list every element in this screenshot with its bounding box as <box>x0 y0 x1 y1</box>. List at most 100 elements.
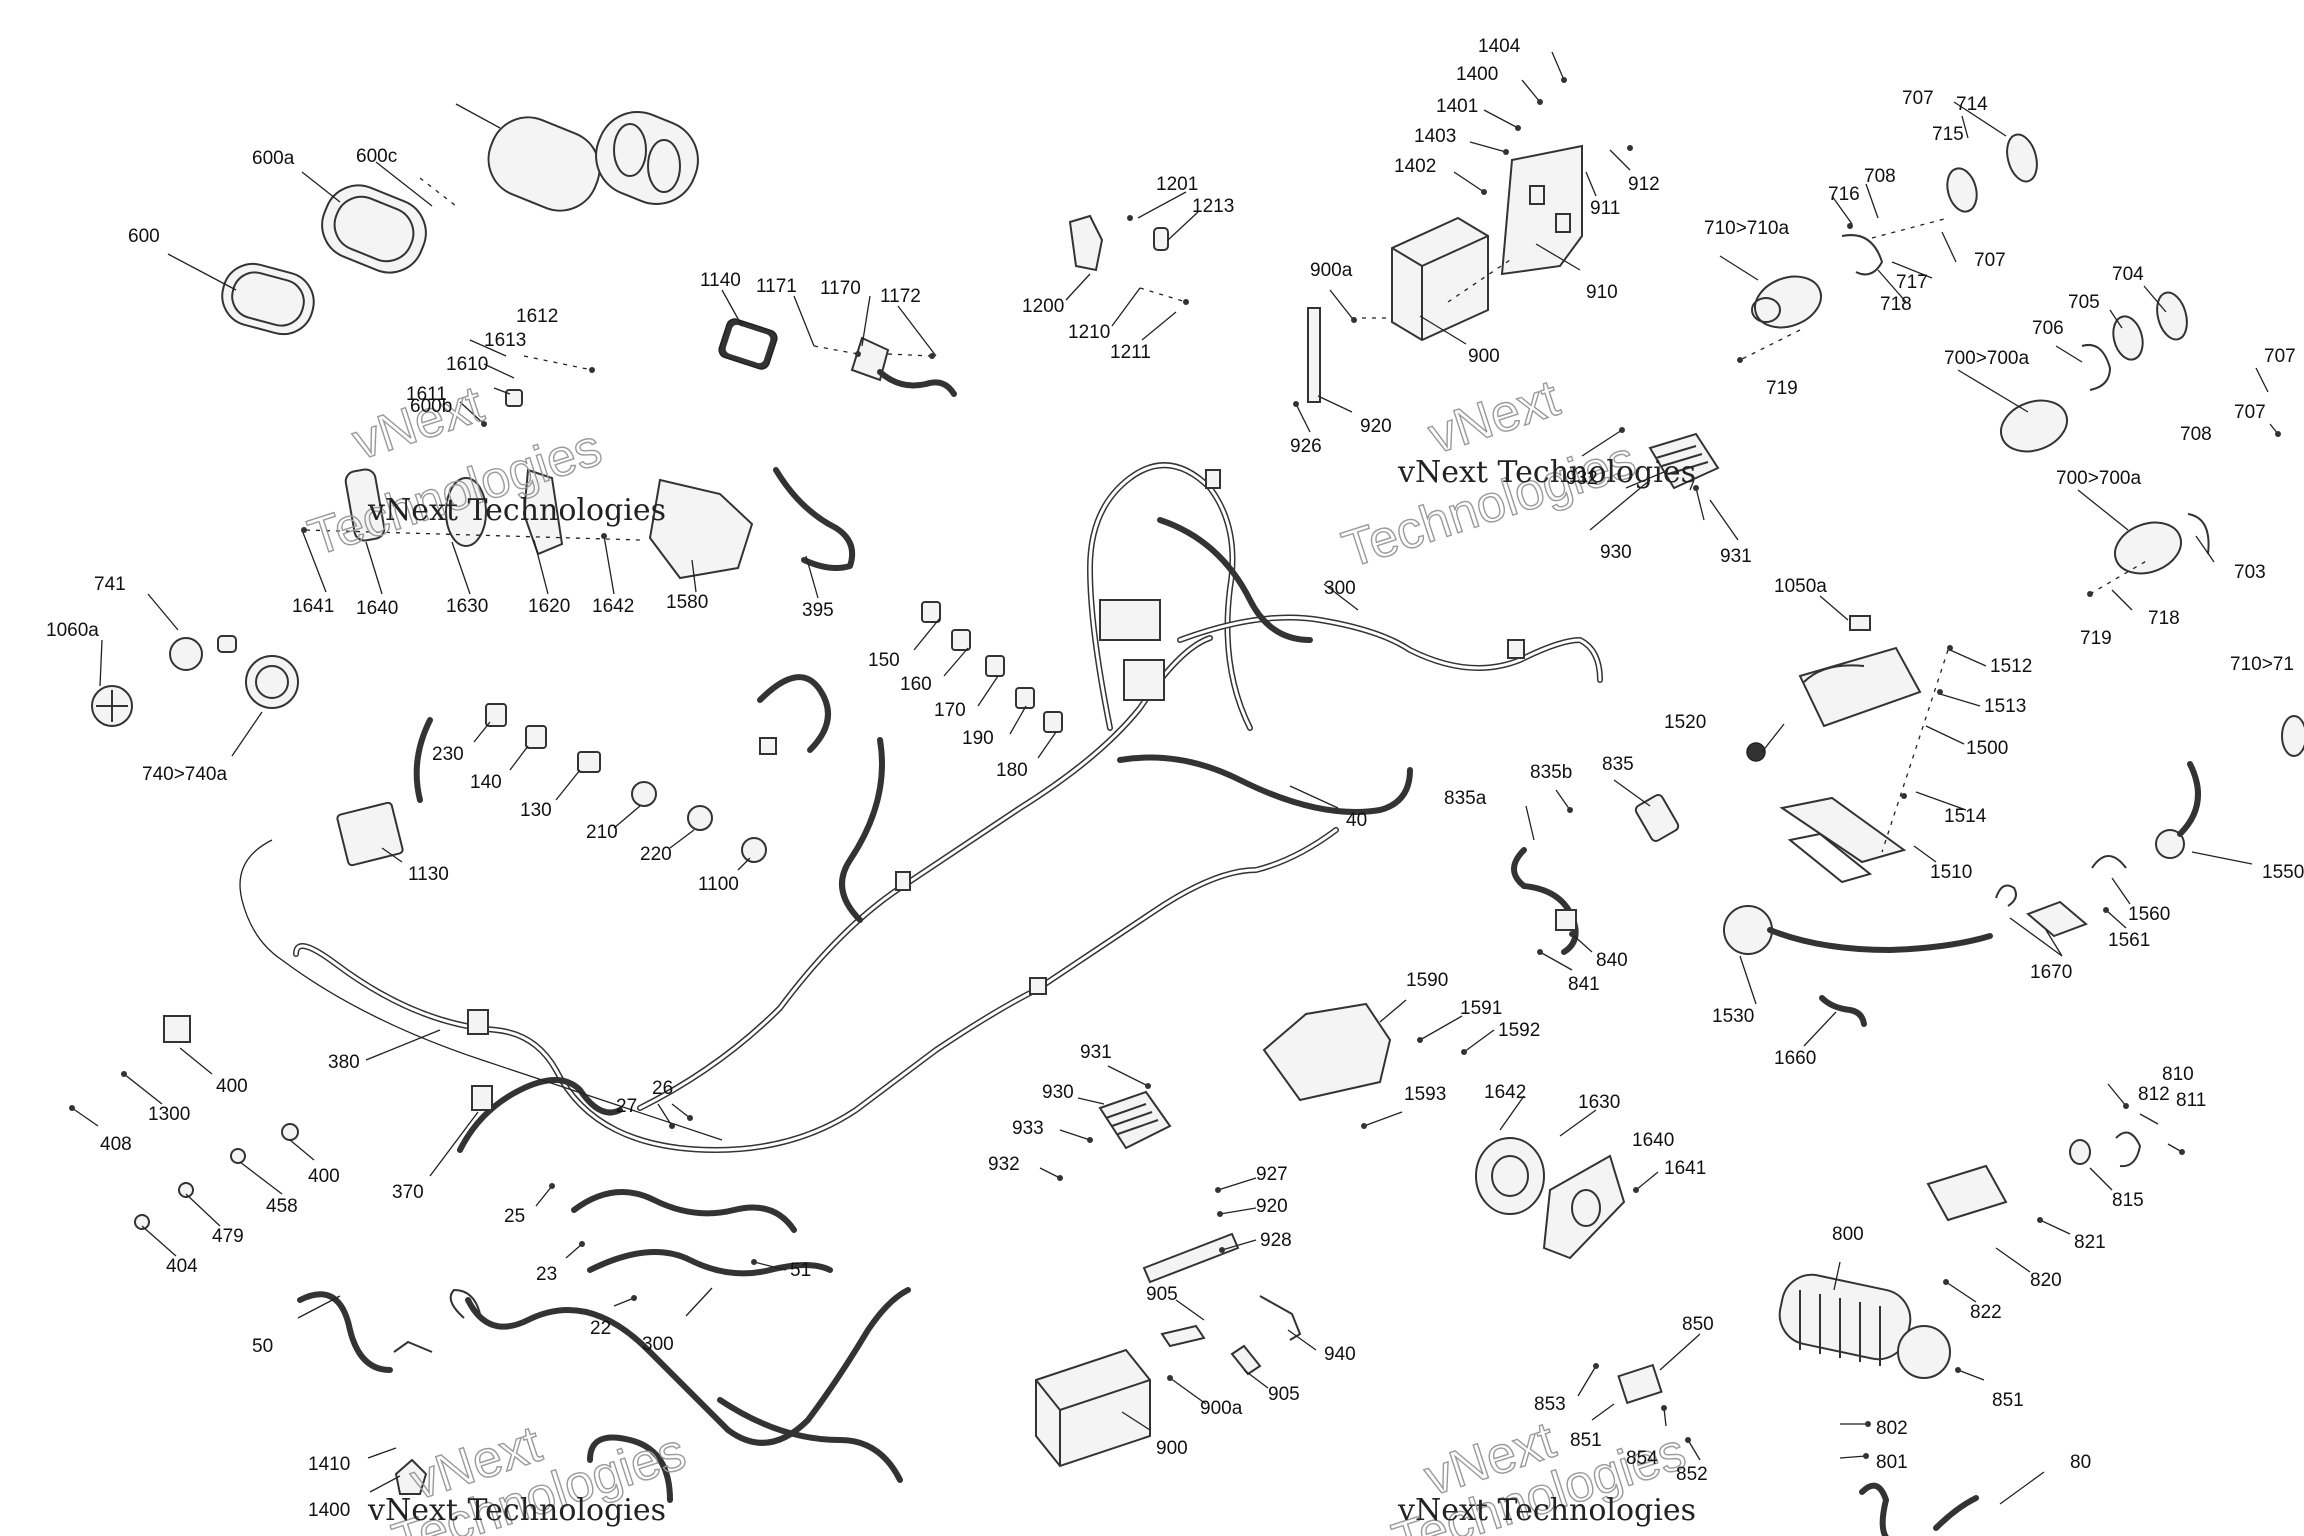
callout-label: 900a <box>1200 1398 1243 1419</box>
callout-label: 910 <box>1586 282 1618 303</box>
sensor-1100 <box>741 837 767 863</box>
callout-label: 853 <box>1534 1394 1566 1415</box>
callout-label: 40 <box>1346 810 1367 831</box>
callout-label: 160 <box>900 674 932 695</box>
relay-230 <box>485 703 507 727</box>
callout-label: 911 <box>1590 198 1620 219</box>
callout-label: 26 <box>652 1078 673 1099</box>
callout-label: 1630 <box>446 596 488 617</box>
wiring-harness <box>239 462 1603 1503</box>
ring-704 <box>2156 291 2188 341</box>
bracket-1620 <box>522 468 564 556</box>
callout-label: 715 <box>1932 124 1964 145</box>
callout-label: 931 <box>1720 546 1752 567</box>
callout-label: 850 <box>1682 1314 1714 1335</box>
part-1213 <box>1153 227 1169 251</box>
relay-box-930-lower <box>1098 1090 1172 1150</box>
callout-label: 704 <box>2112 264 2144 285</box>
battery-900-top <box>1391 216 1489 342</box>
callout-label: 150 <box>868 650 900 671</box>
connector-harness-a <box>895 871 911 891</box>
watermark-technologies-2: Technologies <box>1336 430 1643 579</box>
battery-900-lower <box>1035 1348 1151 1468</box>
callout-label: 180 <box>996 760 1028 781</box>
callout-label: 140 <box>470 772 502 793</box>
callout-label: 130 <box>520 800 552 821</box>
callout-label: 854 <box>1626 1448 1658 1469</box>
callout-label: 900a <box>1310 260 1353 281</box>
gauge-1640 <box>344 468 386 542</box>
watermark-vnext-2: vNext <box>1422 369 1567 465</box>
callout-label: 458 <box>266 1196 298 1217</box>
connector-370b <box>471 1085 493 1111</box>
callout-label: 717 <box>1896 272 1928 293</box>
callout-label: 1530 <box>1712 1006 1754 1027</box>
callout-label: 1611 <box>406 384 447 405</box>
callout-label: 740>740a <box>142 764 227 785</box>
callout-label: 1590 <box>1406 970 1448 991</box>
callout-label: 811 <box>2176 1090 2206 1111</box>
relay-150 <box>921 601 941 623</box>
relay-block <box>1123 659 1165 701</box>
fuse-block <box>1099 599 1161 641</box>
callout-label: 1211 <box>1110 342 1151 363</box>
relay-180 <box>1043 711 1063 733</box>
callout-label: 1200 <box>1022 296 1064 317</box>
callout-label: 710>71 <box>2230 654 2294 675</box>
ring-715 <box>1946 167 1978 213</box>
callout-label: 1592 <box>1498 1020 1540 1041</box>
callout-label: 600b <box>410 396 452 417</box>
callout-label: 1560 <box>2128 904 2170 925</box>
callout-label: 703 <box>2234 562 2266 583</box>
callout-label: 395 <box>802 600 834 621</box>
callout-label: 1100 <box>698 874 739 895</box>
callout-label: 404 <box>166 1256 198 1277</box>
connector-harness-e <box>759 737 777 755</box>
callout-label: 27 <box>616 1096 637 1117</box>
callout-label: 710>710a <box>1704 218 1789 239</box>
gauge-1630 <box>445 477 487 547</box>
watermark-text-3: vNext Technologies <box>1397 1493 1696 1528</box>
connector-harness-c <box>1507 639 1525 659</box>
housing-1580 <box>648 478 754 580</box>
ring-705 <box>2112 315 2144 361</box>
part-1410 <box>393 1340 433 1353</box>
callout-label: 1660 <box>1774 1048 1816 1069</box>
callout-label: 930 <box>1042 1082 1074 1103</box>
callout-label: 822 <box>1970 1302 2002 1323</box>
cap-741 <box>217 635 237 653</box>
bracket-706 <box>2081 344 2112 391</box>
callout-label: 1140 <box>700 270 741 291</box>
callout-label: 719 <box>2080 628 2112 649</box>
callout-label: 820 <box>2030 1270 2062 1291</box>
part-1520 <box>1746 742 1766 762</box>
watermarks: vNext Technologies vNext Technologies vN… <box>301 368 1696 1536</box>
bracket-1200 <box>1068 214 1104 272</box>
bracket-905b <box>1230 1344 1262 1376</box>
callout-label: 933 <box>1012 1118 1044 1139</box>
callout-label: 920 <box>1360 416 1392 437</box>
callout-label: 851 <box>1570 1430 1602 1451</box>
callout-label: 23 <box>536 1264 557 1285</box>
callout-label: 170 <box>934 700 966 721</box>
callout-label: 408 <box>100 1134 132 1155</box>
callout-label: 800 <box>1832 1224 1864 1245</box>
callout-label: 1510 <box>1930 862 1972 883</box>
relay-box-930 <box>1648 432 1720 490</box>
callout-label: 1640 <box>1632 1130 1674 1151</box>
light-740 <box>245 655 299 709</box>
light-710-edge <box>2281 715 2304 757</box>
callout-label: 1171 <box>756 276 797 297</box>
callout-label: 912 <box>1628 174 1660 195</box>
callout-label: 230 <box>432 744 464 765</box>
connector-370a <box>467 1009 489 1035</box>
callout-label: 852 <box>1676 1464 1708 1485</box>
speaker-1630 <box>1475 1137 1545 1215</box>
callout-label: 479 <box>212 1226 244 1247</box>
relay-190 <box>1015 687 1035 709</box>
callout-label: 932 <box>988 1154 1020 1175</box>
callout-label: 700>700a <box>1944 348 2029 369</box>
bracket-905 <box>1160 1324 1206 1348</box>
callout-label: 1500 <box>1966 738 2008 759</box>
fasteners <box>69 77 2281 1459</box>
